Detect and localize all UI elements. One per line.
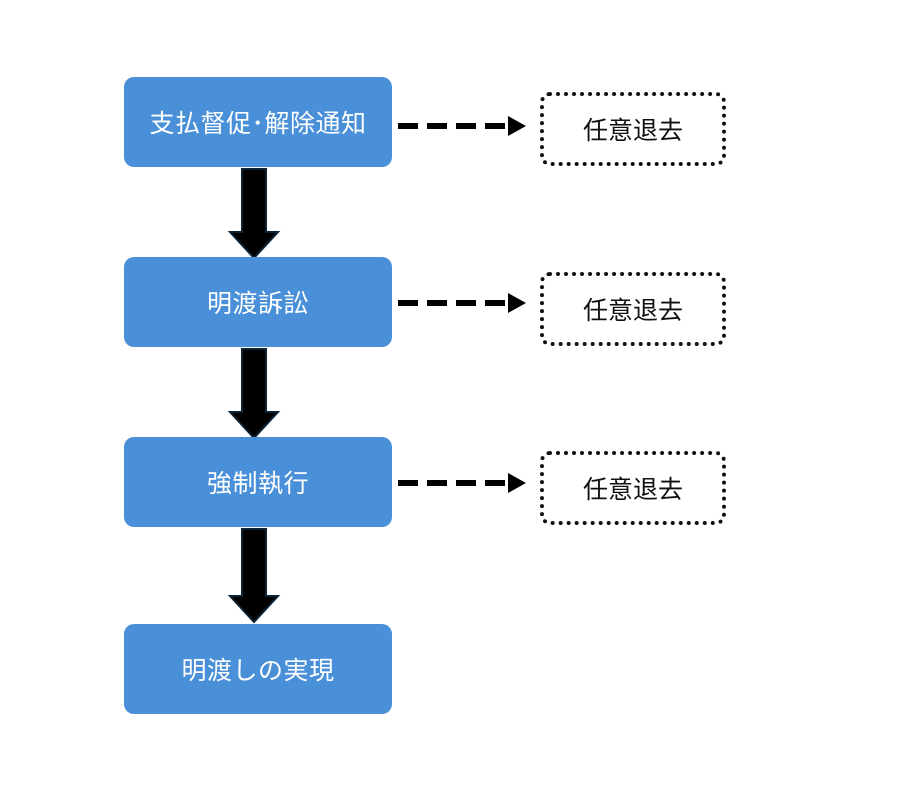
step-payment-demand: 支払督促･解除通知: [124, 77, 392, 167]
step-eviction-lawsuit: 明渡訴訟: [124, 257, 392, 347]
outcome-voluntary-departure-2: 任意退去: [540, 272, 726, 346]
step-label: 支払督促･解除通知: [149, 109, 367, 138]
down-arrow-2: [227, 348, 281, 440]
step-eviction-realized: 明渡しの実現: [124, 624, 392, 714]
down-arrow-1: [227, 168, 281, 260]
dashed-arrow-3: [398, 473, 526, 493]
outcome-voluntary-departure-1: 任意退去: [540, 92, 726, 166]
step-compulsory-execution: 強制執行: [124, 437, 392, 527]
step-label: 明渡しの実現: [181, 656, 335, 685]
step-label: 強制執行: [206, 469, 309, 498]
outcome-label: 任意退去: [582, 116, 683, 145]
outcome-voluntary-departure-3: 任意退去: [540, 451, 726, 525]
step-label: 明渡訴訟: [206, 289, 309, 318]
outcome-label: 任意退去: [582, 296, 683, 325]
outcome-label: 任意退去: [582, 475, 683, 504]
down-arrow-3: [227, 528, 281, 624]
dashed-arrow-1: [398, 116, 526, 136]
dashed-arrow-2: [398, 293, 526, 313]
